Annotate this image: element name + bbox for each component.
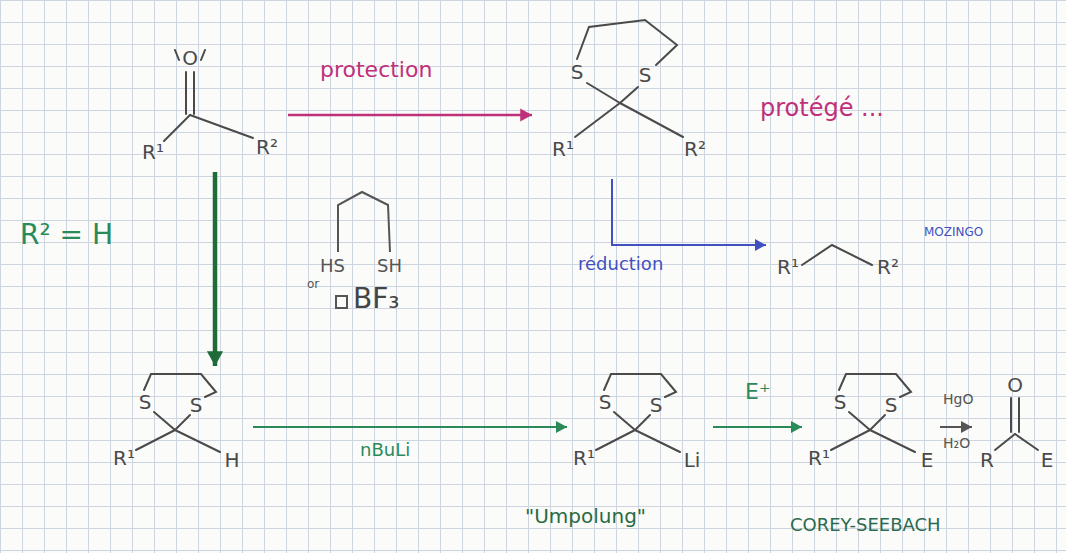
reaction-arrow xyxy=(207,172,223,366)
atom-label: R² xyxy=(684,139,706,159)
bond xyxy=(201,50,205,60)
bond xyxy=(175,50,179,60)
atom-label: R xyxy=(980,450,994,470)
reaction-arrow xyxy=(253,421,567,433)
arrow-head xyxy=(961,421,972,433)
note-label: "Umpolung" xyxy=(525,505,646,527)
bond xyxy=(995,434,1015,450)
arrow-line xyxy=(713,426,802,428)
arrow-line xyxy=(213,172,218,366)
atom-label: E xyxy=(921,450,934,470)
reagent-label: E⁺ xyxy=(745,380,771,404)
atom-label: R¹ xyxy=(808,448,830,468)
reagent-label: réduction xyxy=(578,254,663,274)
atom-label: S xyxy=(639,65,652,85)
atom-label: R¹ xyxy=(113,448,135,468)
atom-label: R² xyxy=(877,257,899,277)
bond xyxy=(635,415,650,430)
molecule: S S R¹ E xyxy=(805,370,937,480)
bond xyxy=(604,374,676,397)
arrow-line xyxy=(253,426,567,428)
bond xyxy=(870,430,915,452)
atom-label: O xyxy=(1007,375,1023,395)
dithiol-chain xyxy=(338,192,390,252)
bond xyxy=(136,430,175,450)
atom-label: R¹ xyxy=(142,142,164,162)
atom-label: S xyxy=(139,392,152,412)
bond xyxy=(154,412,175,430)
bond xyxy=(587,83,620,103)
bond xyxy=(596,430,635,450)
bond xyxy=(1010,398,1012,432)
bond xyxy=(831,430,870,450)
bond xyxy=(849,412,870,430)
atom-label: H xyxy=(224,450,239,470)
bond xyxy=(620,87,638,103)
molecule: R¹ R² xyxy=(770,235,920,290)
bond xyxy=(193,72,195,114)
note-label: H₂O xyxy=(943,436,970,451)
note-label: R² = H xyxy=(20,220,113,251)
note-label: COREY-SEEBACH xyxy=(790,515,941,535)
atom-label: R¹ xyxy=(552,139,574,159)
bond xyxy=(144,374,216,397)
arrow-line xyxy=(288,114,532,117)
atom-label: S xyxy=(885,395,898,415)
note-label: MOZINGO xyxy=(924,226,983,239)
bond xyxy=(164,115,190,141)
bond xyxy=(175,430,220,452)
arrow-line xyxy=(612,179,766,245)
bond xyxy=(1015,434,1038,450)
molecule: S S R¹ Li xyxy=(570,370,710,480)
arrow-head xyxy=(207,351,223,366)
atom-label: Li xyxy=(684,450,701,470)
atom-label: S xyxy=(190,395,203,415)
bond xyxy=(175,415,190,430)
reaction-arrow xyxy=(940,421,972,433)
bond xyxy=(190,115,253,138)
molecule: O R¹ R² xyxy=(135,40,285,170)
reaction-arrow xyxy=(288,109,532,122)
atom-label: E xyxy=(1041,450,1054,470)
atom-label: R¹ xyxy=(777,257,799,277)
bond xyxy=(620,103,683,137)
bond xyxy=(575,103,620,137)
atom-label: R¹ xyxy=(573,448,595,468)
bond xyxy=(614,412,635,430)
atom-label: S xyxy=(599,392,612,412)
bond xyxy=(802,245,872,265)
atom-label: S xyxy=(571,62,584,82)
note-label: SH xyxy=(377,256,402,276)
arrow-head xyxy=(755,239,766,251)
bond xyxy=(635,430,680,452)
note-label: HS xyxy=(320,256,345,276)
bond xyxy=(870,415,885,430)
molecule: S S R¹ H xyxy=(110,370,250,480)
reaction-arrow xyxy=(612,179,766,251)
atom-label: S xyxy=(834,392,847,412)
atom-label: R² xyxy=(256,137,278,157)
note-label: or xyxy=(307,278,319,291)
bond xyxy=(577,20,677,65)
vacancy-box xyxy=(336,296,347,308)
reagent-label: protection xyxy=(320,58,432,82)
atom-label: O xyxy=(182,48,198,68)
bond xyxy=(839,374,911,397)
reagent-label: nBuLi xyxy=(360,440,410,460)
arrow-head xyxy=(791,421,802,433)
arrow-head xyxy=(520,109,532,122)
bond xyxy=(1018,398,1020,432)
atom-label: S xyxy=(650,395,663,415)
bond xyxy=(185,72,187,114)
reaction-arrow xyxy=(713,421,802,433)
note-label: BF₃ xyxy=(353,284,400,315)
note-label: protégé ... xyxy=(760,95,884,121)
arrow-head xyxy=(556,421,567,433)
reagent-label: HgO xyxy=(943,392,973,407)
molecule: O R E xyxy=(975,370,1060,470)
molecule: S S R¹ R² xyxy=(535,15,715,175)
